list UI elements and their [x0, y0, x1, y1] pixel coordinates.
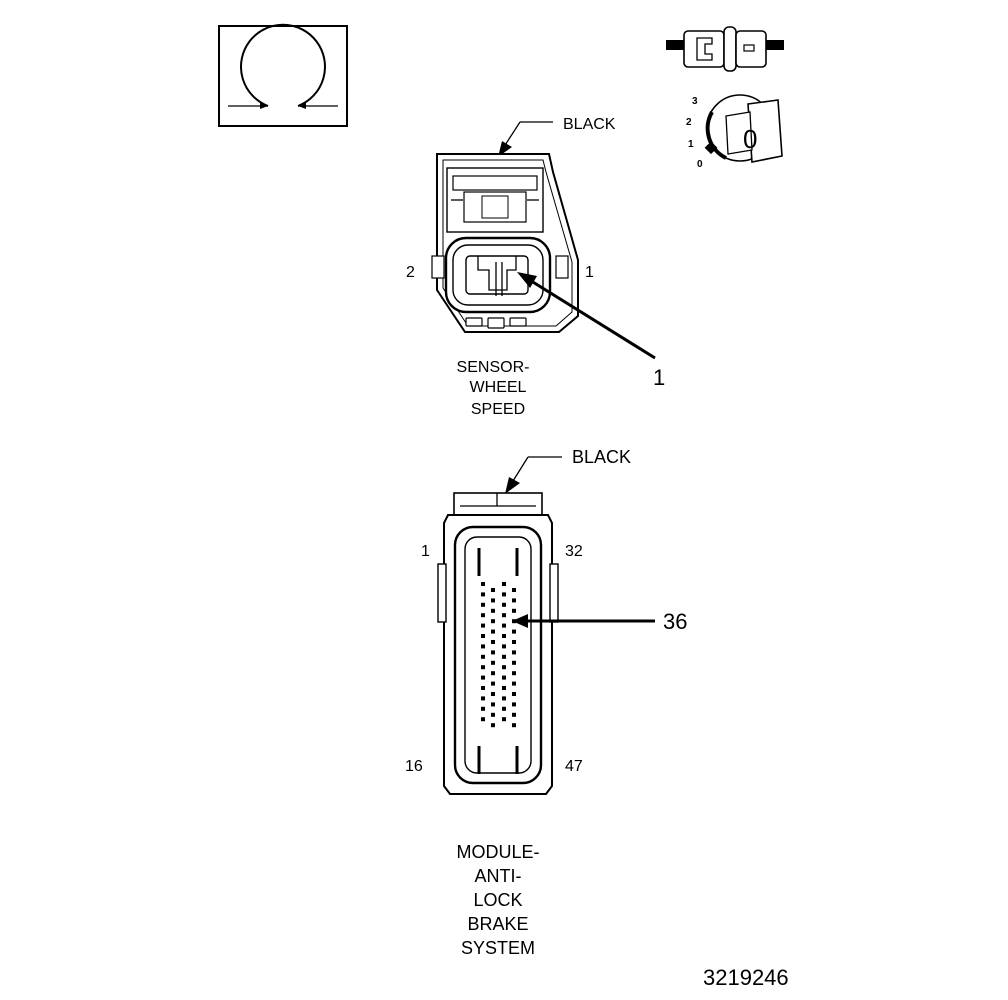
callout-pin-36: 36	[663, 609, 687, 634]
pin-cavity	[491, 681, 495, 686]
pin-cavity	[491, 671, 495, 676]
pin-cavity	[491, 640, 495, 644]
pin-cavity	[512, 598, 516, 603]
module-title-line-4: BRAKE	[467, 914, 528, 934]
connector-icon	[666, 26, 784, 72]
pin-cavity	[512, 608, 516, 613]
pin-cavity	[491, 588, 495, 592]
pin-cavity	[502, 582, 506, 586]
pin-cavity	[481, 706, 485, 711]
pin-cavity	[481, 634, 485, 638]
pin-cavity	[502, 686, 506, 690]
pin-cavity	[491, 660, 495, 665]
pin-cavity	[481, 613, 485, 618]
pin-cavity	[502, 654, 506, 659]
key-label: 0	[743, 124, 757, 154]
key-position-3: 3	[692, 96, 698, 107]
key-position-1: 1	[688, 139, 694, 150]
pin-cavity	[502, 592, 506, 597]
pin-cavity	[491, 608, 495, 613]
pin-cavity	[502, 717, 506, 722]
pin-cavity	[512, 660, 516, 665]
sensor-color-label: BLACK	[563, 116, 616, 133]
pin-cavity	[512, 692, 516, 696]
pin-cavity	[502, 696, 506, 701]
pin-cavity	[512, 681, 516, 686]
pin-cavity	[481, 686, 485, 690]
module-pin-1-label: 1	[421, 543, 430, 560]
pin-cavity	[491, 692, 495, 696]
pin-cavity	[481, 654, 485, 659]
pin-cavity	[512, 650, 516, 655]
pin-cavity	[512, 671, 516, 676]
pin-cavity	[512, 723, 516, 728]
module-title-line-2: ANTI-	[475, 866, 522, 886]
pin-cavity	[502, 706, 506, 711]
pin-cavity	[481, 717, 485, 722]
sensor-title-line-2: WHEEL	[470, 379, 527, 396]
sensor-connector: BLACK 2 1 1 SENSOR- WHEEL SPEED	[406, 116, 665, 418]
sensor-title-line-3: SPEED	[471, 401, 525, 418]
pin-cavity	[481, 644, 485, 649]
pin-cavity	[481, 602, 485, 607]
pin-cavity	[502, 602, 506, 607]
sensor-pin-1-label: 1	[585, 264, 594, 281]
pin-cavity	[481, 592, 485, 597]
pin-cavity	[512, 702, 516, 707]
pin-cavity	[481, 623, 485, 628]
pin-cavity	[491, 650, 495, 655]
pin-cavity	[502, 665, 506, 670]
pin-cavity	[502, 634, 506, 638]
module-pin-16-label: 16	[405, 758, 423, 775]
omega-icon	[218, 23, 348, 127]
module-connector: BLACK 1 32 16 47 36 MODULE- ANTI- LOCK B…	[405, 447, 687, 958]
pin-cavity	[502, 644, 506, 649]
pin-cavity	[481, 665, 485, 670]
pin-cavity	[491, 629, 495, 634]
pin-cavity	[512, 629, 516, 634]
module-title-line-5: SYSTEM	[461, 938, 535, 958]
module-pin-47-label: 47	[565, 758, 583, 775]
key-position-0: 0	[697, 159, 703, 170]
figure-number: 3219246	[703, 965, 789, 990]
pin-cavity	[502, 623, 506, 628]
module-title-line-3: LOCK	[473, 890, 522, 910]
pin-cavity	[502, 675, 506, 680]
pin-cavity	[491, 723, 495, 728]
pin-cavity	[512, 588, 516, 592]
module-color-label: BLACK	[572, 447, 631, 467]
pin-cavity	[512, 712, 516, 717]
pin-cavity	[481, 675, 485, 680]
pin-cavity	[502, 613, 506, 618]
key-position-2: 2	[686, 117, 692, 128]
pin-cavity	[481, 582, 485, 586]
pin-cavity	[481, 696, 485, 701]
sensor-pin-2-label: 2	[406, 264, 415, 281]
pin-cavity	[491, 619, 495, 624]
callout-pin-1: 1	[653, 365, 665, 390]
module-title-line-1: MODULE-	[456, 842, 539, 862]
module-pin-32-label: 32	[565, 543, 583, 560]
pin-cavity	[491, 712, 495, 717]
pin-cavity	[491, 598, 495, 603]
sensor-title-line-1: SENSOR-	[457, 359, 530, 376]
pin-cavity	[491, 702, 495, 707]
pin-cavity	[512, 640, 516, 644]
key-icon: 0 3 2 1 0	[686, 94, 783, 170]
